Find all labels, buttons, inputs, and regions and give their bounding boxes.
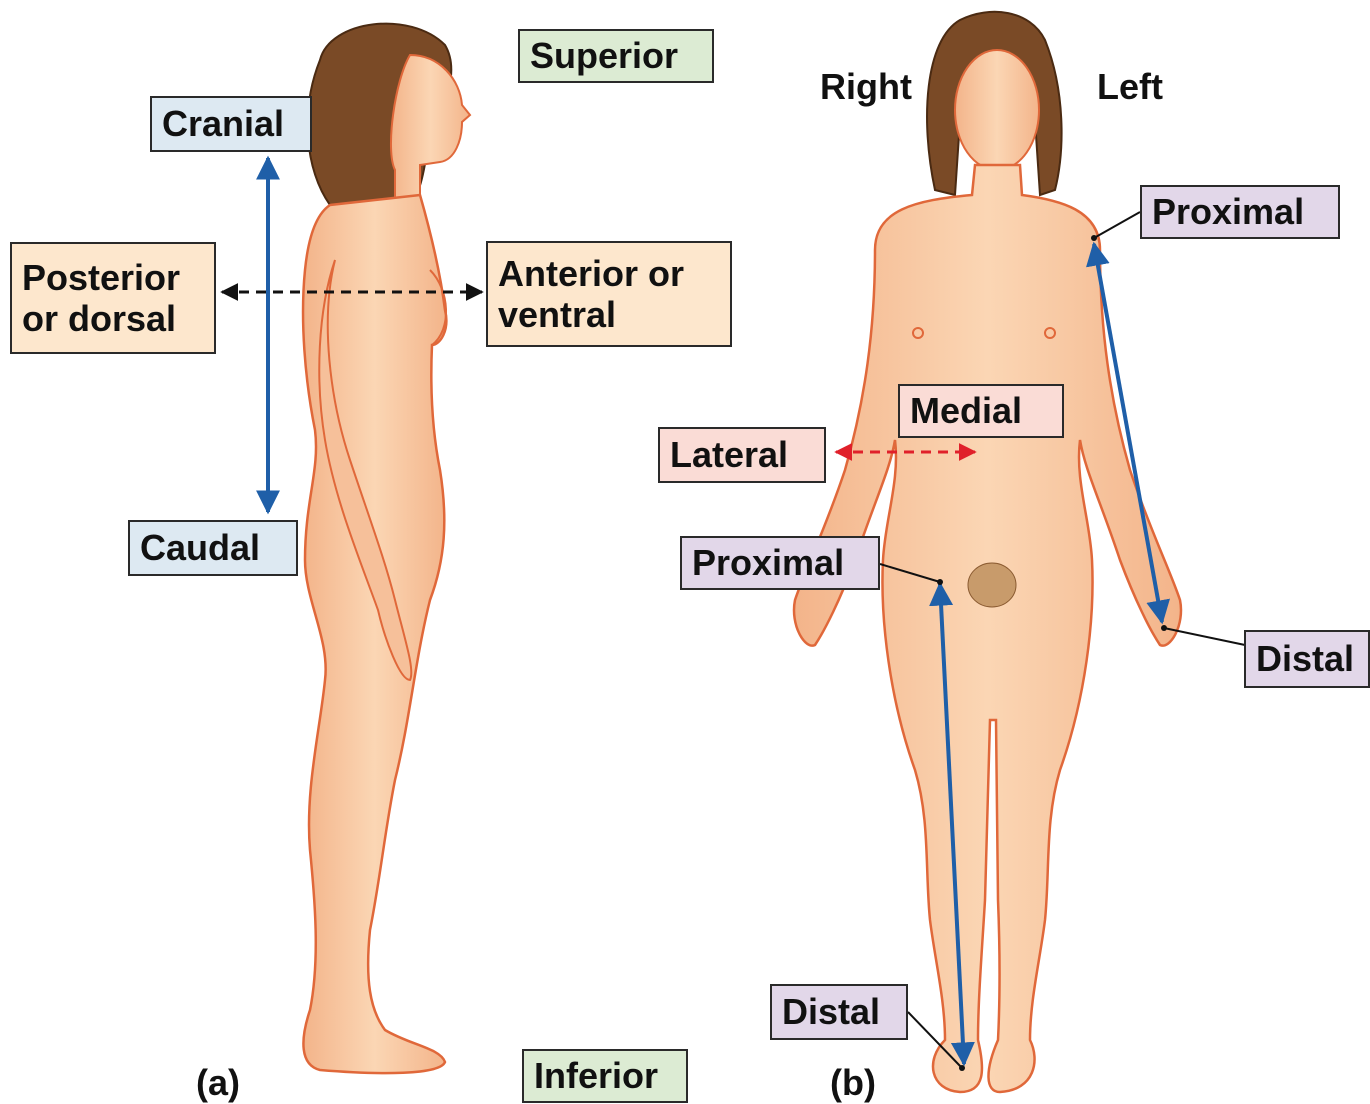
- distal-foot-dot: [959, 1065, 965, 1071]
- lateral-label: Lateral: [658, 427, 826, 483]
- inferior-label: Inferior: [522, 1049, 688, 1103]
- panel-a-label: (a): [196, 1062, 240, 1104]
- distal-hand-label: Distal: [1244, 630, 1370, 688]
- proximal-arm-leader: [1094, 212, 1140, 238]
- distal-hand-dot: [1161, 625, 1167, 631]
- caudal-label: Caudal: [128, 520, 298, 576]
- side-view-figure: [303, 24, 470, 1073]
- right-label: Right: [820, 66, 912, 108]
- distal-hand-leader: [1164, 628, 1245, 645]
- proximal-leg-label: Proximal: [680, 536, 880, 590]
- cranial-label: Cranial: [150, 96, 312, 152]
- front-pubic-hair: [968, 563, 1016, 607]
- side-head: [391, 55, 470, 200]
- front-face: [955, 50, 1039, 170]
- left-label: Left: [1097, 66, 1163, 108]
- front-body: [794, 165, 1181, 1092]
- proximal-leg-dot: [937, 579, 943, 585]
- proximal-arm-dot: [1091, 235, 1097, 241]
- superior-label: Superior: [518, 29, 714, 83]
- panel-b-label: (b): [830, 1062, 876, 1104]
- proximal-arm-label: Proximal: [1140, 185, 1340, 239]
- medial-label: Medial: [898, 384, 1064, 438]
- distal-foot-label: Distal: [770, 984, 908, 1040]
